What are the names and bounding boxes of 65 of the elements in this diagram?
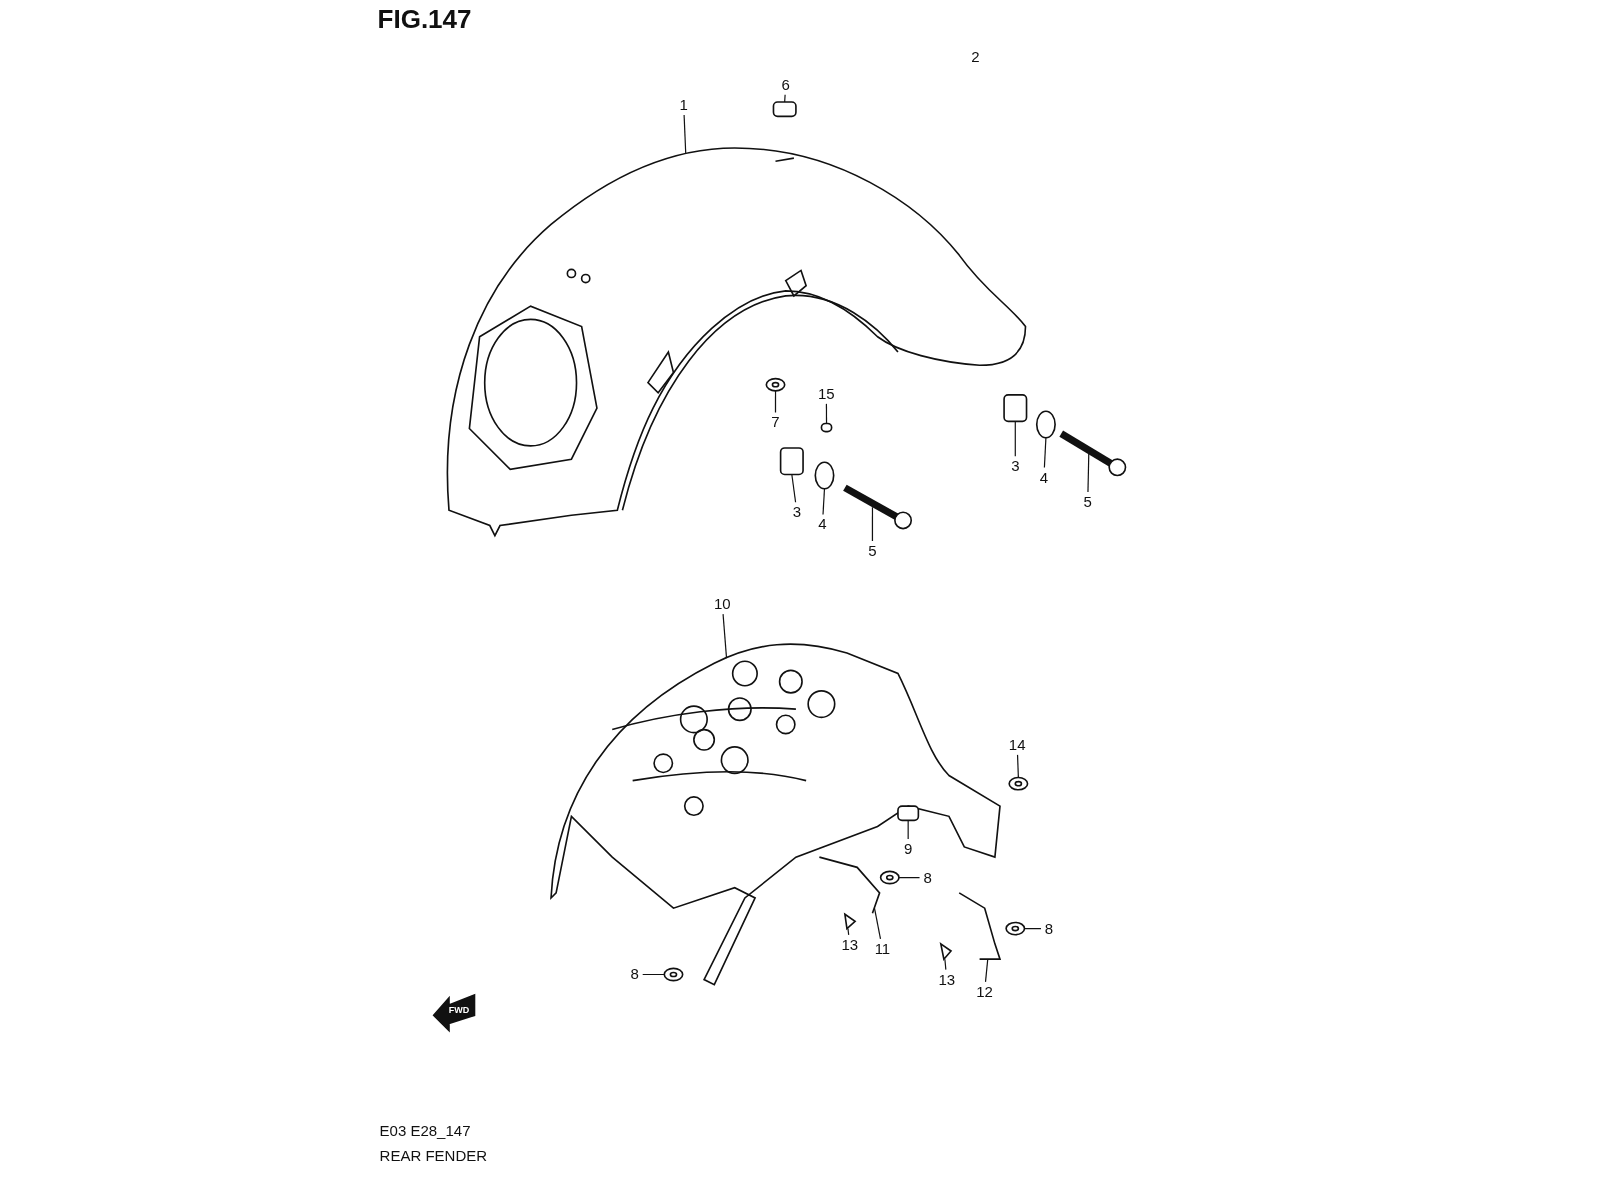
bracket-drawing — [818, 856, 881, 915]
nut-drawing — [765, 377, 786, 392]
rear-fender-drawing — [446, 147, 1027, 537]
leader-line — [774, 390, 777, 414]
leader-line — [822, 488, 826, 516]
callout-number: 3 — [1008, 457, 1023, 476]
callout-number: 13 — [937, 970, 957, 989]
callout-number: 10 — [712, 595, 732, 614]
nut-drawing — [879, 870, 900, 885]
callout-number: 13 — [840, 935, 860, 954]
callout-number: 8 — [920, 868, 935, 887]
leader-line — [1087, 453, 1090, 493]
figure-code: E03 E28_147 — [379, 1122, 471, 1140]
callout-number: 2 — [970, 48, 981, 67]
cushion-drawing — [1003, 394, 1028, 423]
leader-line — [1023, 927, 1042, 930]
callout-number: 7 — [768, 413, 783, 432]
leader-line — [784, 94, 786, 103]
figure-caption: REAR FENDER — [379, 1146, 488, 1164]
callout-number: 4 — [815, 515, 830, 534]
leader-line — [871, 506, 874, 542]
washer-drawing — [1035, 410, 1056, 439]
grommet-drawing — [772, 101, 797, 118]
leader-line — [984, 958, 989, 983]
callout-number: 5 — [865, 542, 880, 560]
callout-number: 1 — [676, 96, 691, 115]
callout-number: 14 — [1007, 735, 1027, 754]
callout-number: 12 — [975, 982, 994, 1001]
leader-line — [642, 973, 665, 976]
direction-label: FWD — [448, 1005, 470, 1016]
clip-drawing — [939, 942, 953, 961]
leader-line — [898, 876, 921, 879]
callout-number: 11 — [873, 939, 892, 958]
figure-title: FIG.147 — [377, 4, 472, 36]
nut-drawing — [1005, 921, 1026, 936]
clip-drawing — [843, 912, 857, 931]
leader-line — [907, 819, 909, 840]
bolt-drawing — [843, 484, 913, 530]
leader-line — [683, 114, 687, 154]
leader-line — [825, 403, 828, 425]
leader-line — [944, 958, 947, 971]
callout-number: 15 — [817, 384, 836, 403]
callout-number: 4 — [1036, 468, 1051, 487]
rear-fender-inner-drawing — [550, 643, 1001, 986]
screw-drawing — [820, 422, 833, 433]
leader-line — [1014, 420, 1016, 457]
nut-drawing — [663, 967, 684, 982]
leader-line — [791, 473, 797, 503]
callout-number: 8 — [1041, 919, 1056, 938]
leader-line — [873, 907, 882, 940]
leader-line — [1043, 437, 1047, 469]
callout-number: 8 — [627, 965, 642, 984]
leader-line — [847, 927, 850, 936]
cushion-drawing — [779, 447, 804, 476]
leader-line — [722, 613, 728, 659]
bracket-drawing — [958, 892, 1002, 960]
bolt-drawing — [1059, 430, 1127, 477]
callout-number: 3 — [789, 503, 804, 522]
callout-number: 9 — [901, 839, 916, 858]
callout-number: 6 — [778, 75, 793, 94]
callout-number: 5 — [1080, 493, 1095, 512]
leader-line — [1016, 754, 1019, 779]
nut-drawing — [1008, 776, 1029, 791]
plate-drawing — [897, 805, 920, 822]
washer-drawing — [814, 461, 835, 490]
